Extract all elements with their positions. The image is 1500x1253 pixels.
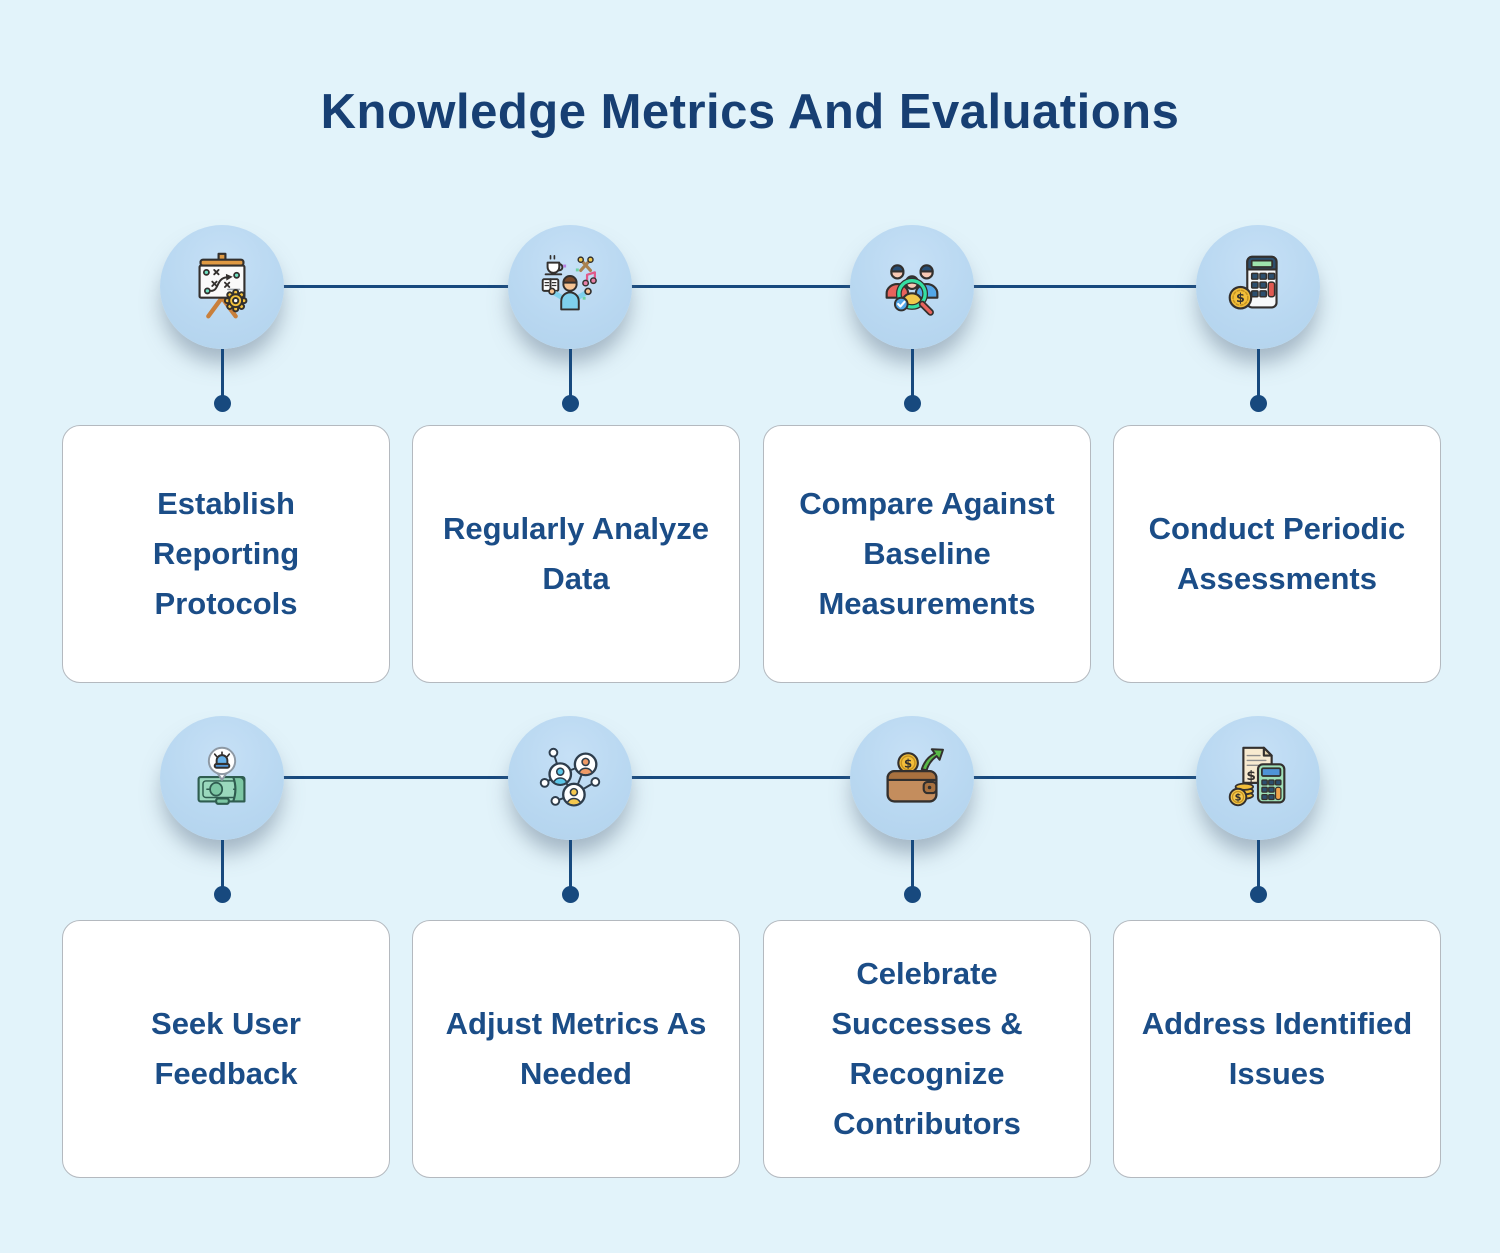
- node-stem-dot: [1249, 886, 1267, 903]
- card-adjust-metrics: Adjust Metrics As Needed: [412, 920, 740, 1178]
- card-address-issues: Address Identified Issues: [1113, 920, 1441, 1178]
- people-network-icon: [539, 747, 601, 807]
- strategy-board-icon: [198, 252, 248, 319]
- node-circle-periodic-assessments: $: [1196, 225, 1320, 349]
- svg-text:$: $: [1236, 290, 1245, 305]
- wallet-income-icon: $: [886, 748, 944, 803]
- node-circle-adjust-metrics: [508, 716, 632, 840]
- node-stem-line: [910, 349, 914, 397]
- cash-alert-icon: [197, 746, 246, 805]
- node-stem-line: [568, 840, 572, 888]
- node-stem-line: [910, 840, 914, 888]
- node-stem-dot: [561, 886, 579, 903]
- card-label: Establish Reporting Protocols: [152, 485, 300, 622]
- node-stem-dot: [903, 886, 921, 903]
- card-label: Adjust Metrics As Needed: [445, 1005, 707, 1091]
- team-screening-icon: [885, 264, 939, 316]
- svg-text:$: $: [1246, 768, 1256, 784]
- node-stem-line: [568, 349, 572, 397]
- card-label: Compare Against Baseline Measurements: [799, 485, 1055, 622]
- node-stem-line: [220, 349, 224, 397]
- card-user-feedback: Seek User Feedback: [62, 920, 390, 1178]
- row2-connector-line: [222, 776, 1258, 779]
- node-circle-establish-reporting: [160, 225, 284, 349]
- row1-connector-line: [222, 285, 1258, 288]
- node-stem-line: [1256, 840, 1260, 888]
- node-circle-analyze-data: [508, 225, 632, 349]
- calculator-coin-icon: $: [1228, 255, 1278, 310]
- invoice-calculator-icon: $ $: [1228, 746, 1286, 807]
- node-circle-address-issues: $ $: [1196, 716, 1320, 840]
- node-circle-celebrate-successes: $: [850, 716, 974, 840]
- node-circle-user-feedback: [160, 716, 284, 840]
- node-stem-dot: [561, 395, 579, 412]
- svg-text:$: $: [904, 756, 912, 770]
- card-label: Celebrate Successes & Recognize Contribu…: [831, 955, 1023, 1142]
- node-circle-compare-baseline: [850, 225, 974, 349]
- card-celebrate-successes: Celebrate Successes & Recognize Contribu…: [763, 920, 1091, 1178]
- card-establish-reporting: Establish Reporting Protocols: [62, 425, 390, 683]
- node-stem-line: [1256, 349, 1260, 397]
- card-label: Address Identified Issues: [1141, 1005, 1413, 1091]
- card-periodic-assessments: Conduct Periodic Assessments: [1113, 425, 1441, 683]
- card-label: Conduct Periodic Assessments: [1148, 510, 1406, 596]
- svg-text:$: $: [1235, 793, 1242, 804]
- node-stem-line: [220, 840, 224, 888]
- card-label: Regularly Analyze Data: [443, 510, 709, 596]
- node-stem-dot: [903, 395, 921, 412]
- card-compare-baseline: Compare Against Baseline Measurements: [763, 425, 1091, 683]
- page-title: Knowledge Metrics And Evaluations: [320, 85, 1180, 139]
- node-stem-dot: [1249, 395, 1267, 412]
- node-stem-dot: [213, 395, 231, 412]
- hobbies-person-icon: [541, 254, 597, 311]
- node-stem-dot: [213, 886, 231, 903]
- card-label: Seek User Feedback: [151, 1005, 301, 1091]
- card-analyze-data: Regularly Analyze Data: [412, 425, 740, 683]
